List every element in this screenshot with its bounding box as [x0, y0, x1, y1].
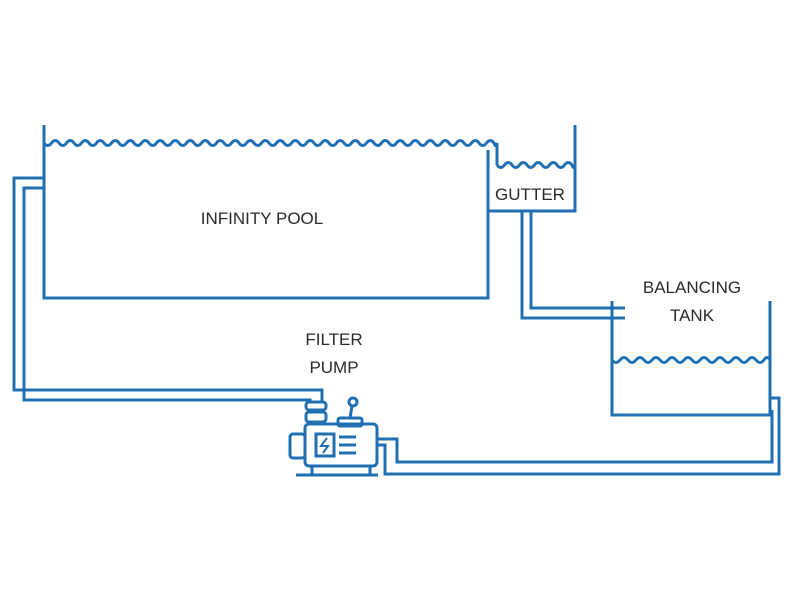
balancing-tank-label-line1: BALANCING — [642, 278, 742, 297]
tank-to-pump-pipe — [376, 396, 781, 476]
balancing-tank-label-line2: TANK — [669, 306, 715, 325]
gutter-label: GUTTER — [495, 185, 565, 204]
gutter-to-tank-pipe — [520, 211, 625, 320]
infinity-pool — [42, 125, 499, 300]
pool-label: INFINITY POOL — [200, 209, 324, 228]
filter-pump-label-line1: FILTER — [305, 330, 363, 349]
lightning-icon — [319, 437, 330, 454]
gutter-water-surface — [495, 161, 577, 169]
pool-water-surface — [42, 139, 499, 165]
filter-pump-label-line2: PUMP — [309, 358, 359, 377]
balancing-tank — [610, 301, 772, 417]
tank-water-surface — [610, 356, 772, 364]
filter-pump-icon — [288, 396, 379, 477]
gutter — [488, 125, 577, 213]
